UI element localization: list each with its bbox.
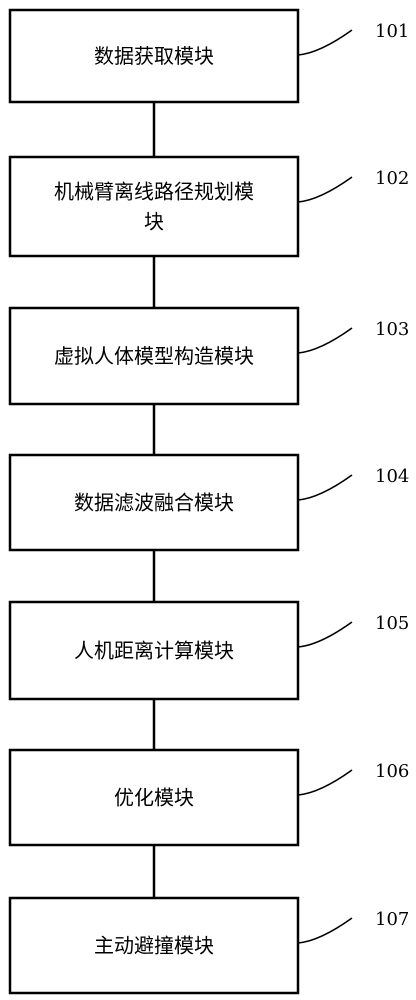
module-label-106: 优化模块: [114, 786, 194, 810]
leader-line-106: [297, 769, 353, 796]
leader-line-105: [297, 621, 353, 648]
module-label-102-line-1: 机械臂离线路径规划模: [54, 180, 254, 204]
leader-line-102: [297, 176, 353, 203]
module-box-106: [8, 748, 300, 847]
reference-number-104: 104: [375, 466, 409, 487]
module-box-104: [8, 453, 300, 552]
module-label-102-line-2: 块: [144, 210, 164, 234]
reference-number-102: 102: [375, 168, 409, 189]
leader-line-104: [297, 474, 353, 501]
module-label-101: 数据获取模块: [94, 44, 214, 68]
module-label-104: 数据滤波融合模块: [74, 491, 234, 515]
reference-number-105: 105: [375, 613, 409, 634]
reference-number-106: 106: [375, 761, 409, 782]
module-box-103: [8, 306, 300, 406]
reference-number-103: 103: [375, 319, 409, 340]
module-label-105: 人机距离计算模块: [74, 639, 234, 663]
module-box-101: [8, 8, 300, 104]
leader-line-101: [297, 29, 353, 56]
reference-number-101: 101: [375, 21, 409, 42]
module-box-102: [8, 155, 300, 258]
module-label-107: 主动避撞模块: [94, 934, 214, 958]
reference-number-107: 107: [375, 909, 409, 930]
leader-line-107: [297, 917, 353, 944]
leader-line-103: [297, 327, 353, 354]
module-box-105: [8, 600, 300, 701]
module-box-107: [8, 896, 300, 995]
module-label-103: 虚拟人体模型构造模块: [54, 344, 254, 368]
